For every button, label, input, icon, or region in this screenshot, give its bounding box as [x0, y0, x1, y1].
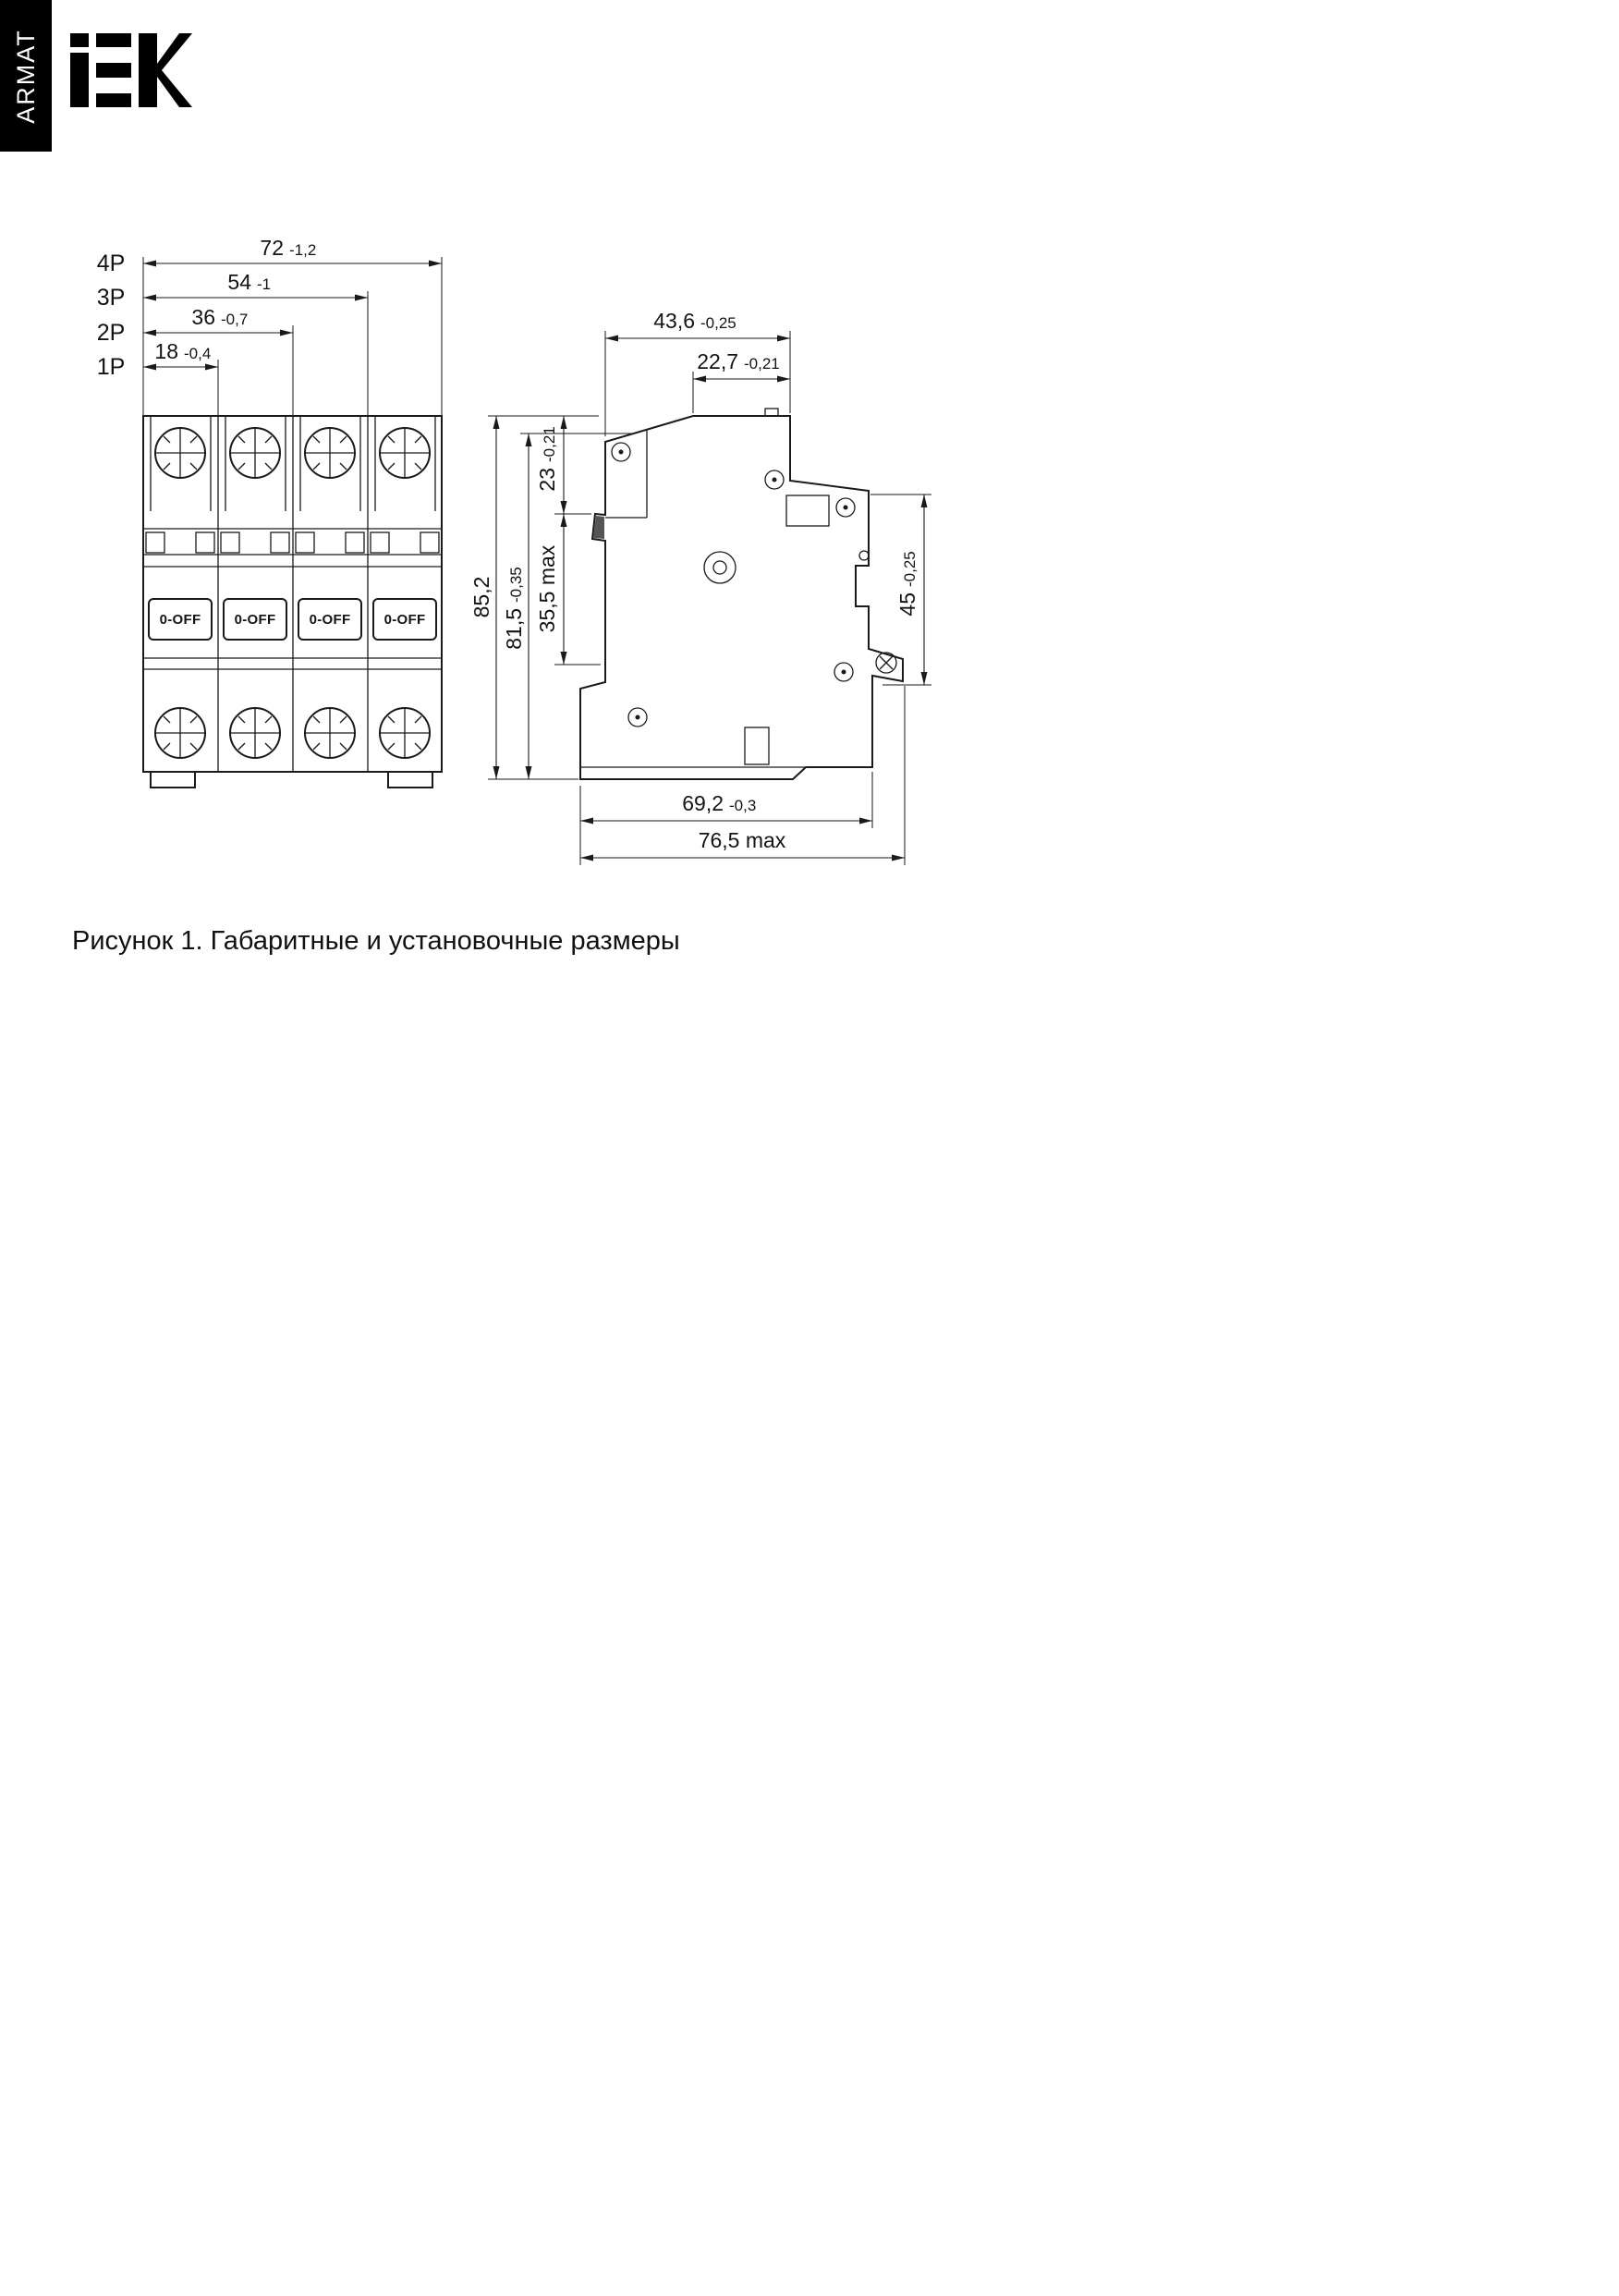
technical-drawing: 0-OFF [97, 236, 931, 865]
logo-e-bar [96, 33, 131, 47]
dim-tolerance: -1 [257, 275, 271, 293]
dim-value: 35,5 max [535, 544, 559, 632]
dimension-width-max: 76,5 max [580, 828, 905, 861]
dim-value: 45 [895, 592, 919, 617]
dim-value: 54 [227, 270, 251, 294]
dim-tolerance: -0,21 [541, 426, 558, 462]
rivet [764, 470, 785, 490]
rivet [703, 551, 736, 584]
din-latch-screw [875, 652, 897, 674]
dim-value: 22,7 [697, 349, 738, 373]
dim-tolerance: -0,35 [507, 567, 525, 603]
dimension-width-upper: 22,7 -0,21 [693, 349, 790, 383]
armat-sidebar: ARMAT [0, 0, 52, 152]
dim-tolerance: -0,21 [744, 355, 780, 372]
dimension-3p: 3P 54 -1 [97, 270, 368, 311]
mounting-foot [387, 771, 433, 788]
side-body-outline [579, 415, 904, 780]
dimension-height-total: 85,2 [469, 416, 500, 779]
dim-value: 43,6 [653, 309, 695, 333]
dim-value: 36 [191, 305, 215, 329]
toggle-lever-side [593, 516, 604, 539]
pole-label: 3P [97, 285, 126, 311]
logo-i-dot [70, 33, 89, 47]
dim-tolerance: -0,25 [700, 314, 736, 332]
dim-value: 81,5 [502, 608, 526, 650]
pole-label: 2P [97, 320, 126, 346]
dim-tolerance: -0,4 [184, 345, 211, 362]
logo-k-arm [157, 65, 192, 107]
pole-label: 4P [97, 250, 126, 276]
rivet [611, 442, 631, 462]
dimension-width-bottom: 69,2 -0,3 [580, 791, 872, 824]
dim-tolerance: -1,2 [289, 241, 316, 259]
logo-i-stem [70, 53, 89, 107]
dimension-width-top: 43,6 -0,25 [605, 309, 790, 342]
mounting-foot [150, 771, 196, 788]
dim-value: 76,5 max [699, 828, 786, 852]
dim-value: 69,2 [682, 791, 724, 815]
logo-e-bar [96, 93, 131, 107]
dim-value: 23 [535, 468, 559, 492]
figure-caption: Рисунок 1. Габаритные и установочные раз… [72, 926, 680, 956]
dim-value: 72 [260, 236, 284, 260]
dim-tolerance: -0,7 [221, 311, 248, 328]
pole-label: 1P [97, 354, 126, 380]
front-view-drawing: 4P 72 -1,2 3P 54 -1 2P 36 -0,7 1P [97, 236, 443, 788]
rivet [835, 497, 856, 518]
dim-tolerance: -0,25 [901, 551, 919, 587]
dim-value: 18 [154, 339, 178, 363]
dimension-height-din: 45 -0,25 [895, 495, 928, 685]
iek-logo: IEK [70, 33, 192, 107]
dimension-height-body: 81,5 -0,35 [502, 434, 532, 779]
logo-e-bar [96, 63, 131, 78]
logo-k-stem [139, 33, 157, 107]
dimension-4p: 4P 72 -1,2 [97, 236, 442, 276]
logo-k-arm [157, 33, 192, 76]
side-view-drawing: 43,6 -0,25 22,7 -0,21 23 -0,21 [469, 309, 931, 865]
rivet [834, 662, 854, 682]
dim-tolerance: -0,3 [729, 797, 756, 814]
terminal-opening [785, 495, 830, 527]
dimension-height-upper: 23 -0,21 [535, 416, 567, 514]
dimension-1p: 1P 18 -0,4 [97, 339, 218, 380]
dimension-2p: 2P 36 -0,7 [97, 305, 293, 346]
dim-value: 85,2 [469, 577, 493, 618]
dimension-height-mid: 35,5 max [535, 514, 567, 665]
rivet [627, 707, 648, 727]
